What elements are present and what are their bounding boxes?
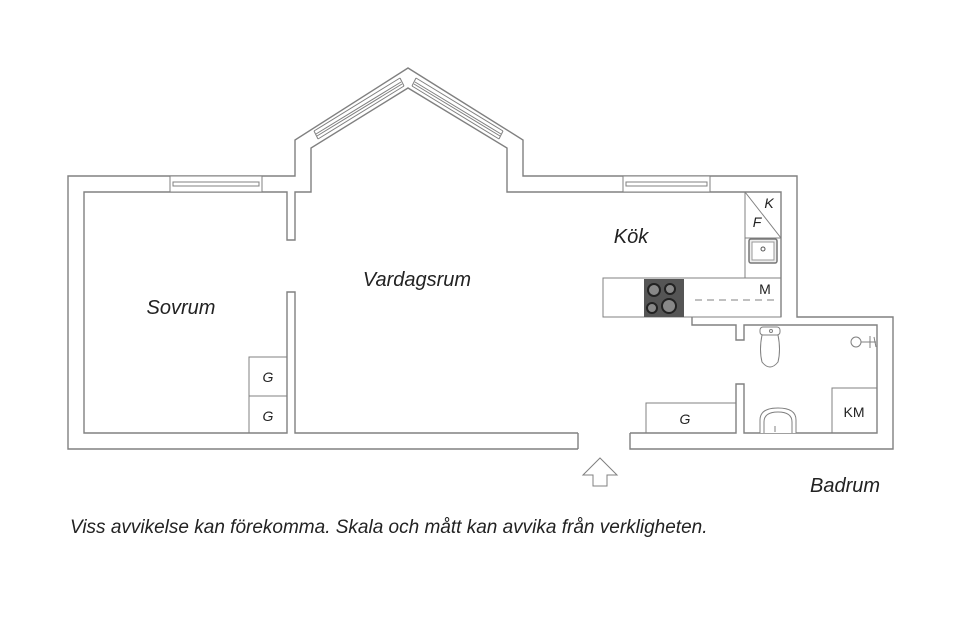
inner-wall (83, 87, 782, 434)
dishwasher-label: M (759, 281, 771, 297)
disclaimer-text: Viss avvikelse kan förekomma. Skala och … (70, 517, 708, 538)
washbasin-icon (759, 407, 797, 433)
wardrobe-hall (645, 402, 737, 434)
wardrobe-hall-label: G (680, 411, 691, 427)
freezer-label: F (753, 214, 763, 230)
entrance-arrow-icon (581, 457, 619, 487)
toilet-icon (759, 326, 781, 368)
window-bay-left (313, 77, 405, 140)
wardrobe-2-label: G (263, 408, 274, 424)
washing-machine-label: KM (844, 404, 865, 420)
room-label-badrum: Badrum (810, 475, 880, 497)
fridge-freezer (744, 191, 782, 239)
room-label-sovrum: Sovrum (147, 297, 216, 319)
fridge-label: K (764, 195, 774, 211)
kitchen-counter (602, 277, 782, 318)
kitchen-sink-icon (748, 238, 778, 264)
window-bay-right (411, 77, 504, 140)
washing-machine (831, 387, 878, 434)
bathroom-wall (630, 317, 878, 434)
room-label-vardagsrum: Vardagsrum (363, 269, 471, 291)
room-label-kok: Kök (614, 226, 649, 248)
wardrobe-2 (248, 395, 288, 434)
shower-icon (850, 336, 877, 348)
stove-icon (644, 279, 684, 317)
window-kitchen (622, 175, 711, 193)
kitchen-counter-side (744, 191, 782, 279)
wardrobe-1-label: G (263, 369, 274, 385)
window-bedroom (169, 175, 263, 193)
outer-wall (67, 67, 894, 450)
